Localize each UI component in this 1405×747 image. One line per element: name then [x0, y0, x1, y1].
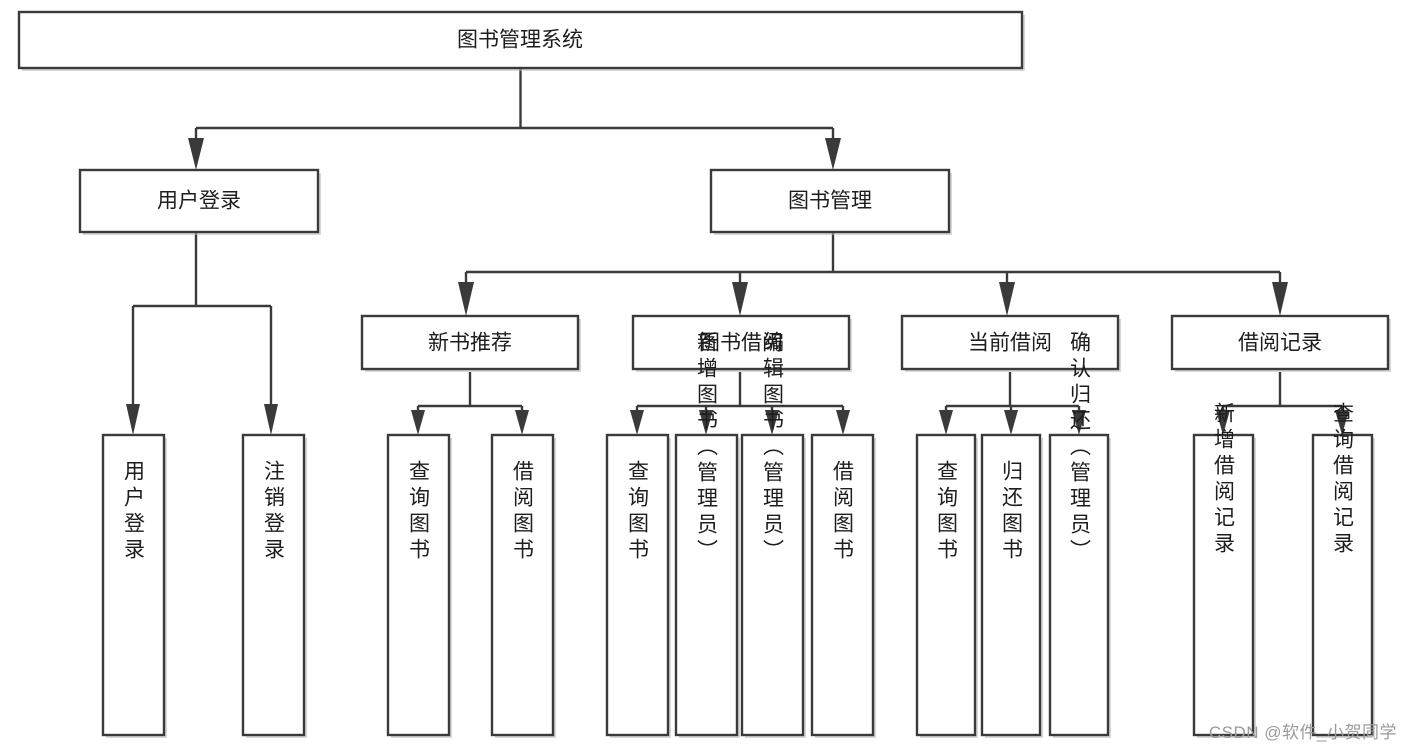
leaf-bb-borrow-box[interactable] [810, 433, 875, 737]
arrowhead-br-leaf-2 [1335, 410, 1349, 435]
new-book-recommend-box[interactable] [360, 314, 580, 371]
connector-group-current-borrow [939, 372, 1086, 435]
connector-group-borrow-record [1216, 372, 1349, 435]
leaf-nb-query-box[interactable] [386, 433, 451, 737]
leaf-bb-add-box[interactable] [674, 433, 739, 737]
leaf-cb-query-book[interactable]: 查询图书 [915, 433, 978, 738]
node-current-borrow[interactable]: 当前借阅 [900, 314, 1121, 372]
leaf-cb-query-label: 查询图书 [935, 460, 959, 564]
current-borrow-box[interactable] [900, 314, 1120, 371]
arrowhead-bb-leaf-2 [699, 410, 713, 435]
connector-group-root [188, 68, 841, 170]
arrowhead-cb-leaf-2 [1004, 410, 1018, 435]
arrowhead-book-mgmt [825, 138, 841, 170]
leaf-signin-box[interactable] [101, 433, 166, 737]
leaf-cb-confirm-box[interactable] [1048, 433, 1110, 737]
node-book-management[interactable]: 图书管理 [709, 168, 952, 235]
book-borrow-box[interactable] [631, 314, 851, 371]
connector-group-new-book [411, 372, 529, 435]
node-book-borrow[interactable]: 图书借阅 [631, 314, 852, 372]
leaf-bb-query-label: 查询图书 [626, 460, 650, 564]
csdn-watermark: CSDN @软件_小贺同学 [1208, 723, 1397, 742]
root-box[interactable] [17, 10, 1024, 70]
leaf-cb-return-book[interactable]: 归还图书 [980, 433, 1043, 738]
leaf-bb-borrow-label: 借阅图书 [831, 460, 855, 564]
leaf-br-add-box[interactable] [1192, 433, 1255, 737]
arrowhead-leaf-user-login [126, 404, 140, 435]
leaf-user-login-logout[interactable]: 注销登录 [241, 433, 307, 738]
user-login-box[interactable] [78, 168, 320, 234]
leaf-cb-confirm-label: 确认归还（管理员） [1068, 331, 1092, 565]
leaf-br-add-label: 新增借阅记录 [1212, 402, 1236, 558]
leaf-cb-return-box[interactable] [980, 433, 1042, 737]
arrowhead-leaf-logout [264, 404, 278, 435]
leaf-cb-confirm-return[interactable]: 确认归还（管理员） [1048, 331, 1111, 738]
arrowhead-current-borrow [999, 282, 1015, 316]
book-management-label: 图书管理 [788, 190, 872, 213]
leaf-nb-borrow-label: 借阅图书 [511, 460, 535, 564]
leaf-bb-borrow-book[interactable]: 借阅图书 [810, 433, 876, 738]
arrowhead-nb-leaf-1 [411, 410, 425, 435]
root-label: 图书管理系统 [457, 29, 583, 52]
leaf-nb-borrow-box[interactable] [490, 433, 555, 737]
book-management-box[interactable] [709, 168, 951, 234]
borrow-record-box[interactable] [1170, 314, 1390, 371]
book-borrow-label: 图书借阅 [699, 332, 783, 355]
leaf-bb-add-book[interactable]: 新增图书（管理员） [674, 331, 740, 738]
leaf-cb-return-label: 归还图书 [1000, 460, 1024, 564]
leaf-nb-query-label: 查询图书 [407, 460, 431, 564]
arrowhead-bb-leaf-4 [836, 410, 850, 435]
leaf-bb-edit-box[interactable] [740, 433, 805, 737]
leaf-user-login-signin[interactable]: 用户登录 [101, 433, 167, 738]
leaf-bb-query-book[interactable]: 查询图书 [605, 433, 671, 738]
leaf-signin-label: 用户登录 [122, 460, 146, 564]
arrowhead-new-book [458, 282, 474, 316]
leaf-bb-query-box[interactable] [605, 433, 670, 737]
leaf-bb-edit-label: 编辑图书（管理员） [761, 331, 785, 565]
arrowhead-borrow-record [1272, 282, 1288, 316]
arrowhead-cb-leaf-3 [1072, 410, 1086, 435]
leaf-br-query-label: 查询借阅记录 [1331, 402, 1355, 558]
node-root-system[interactable]: 图书管理系统 [17, 10, 1025, 71]
leaf-cb-query-box[interactable] [915, 433, 977, 737]
node-borrow-record[interactable]: 借阅记录 [1170, 314, 1391, 372]
current-borrow-label: 当前借阅 [968, 332, 1052, 355]
leaf-newbook-borrow[interactable]: 借阅图书 [490, 433, 556, 738]
node-user-login[interactable]: 用户登录 [78, 168, 321, 235]
leaf-br-add-record[interactable]: 新增借阅记录 [1192, 402, 1256, 738]
node-new-book-recommend[interactable]: 新书推荐 [360, 314, 581, 372]
leaf-br-query-record[interactable]: 查询借阅记录 [1311, 402, 1375, 738]
arrowhead-cb-leaf-1 [939, 410, 953, 435]
leaf-bb-edit-book[interactable]: 编辑图书（管理员） [740, 331, 806, 738]
leaf-logout-box[interactable] [241, 433, 306, 737]
connector-group-user-login [126, 232, 278, 435]
leaf-newbook-query[interactable]: 查询图书 [386, 433, 452, 738]
user-login-label: 用户登录 [157, 190, 241, 213]
leaf-logout-label: 注销登录 [262, 460, 286, 564]
new-book-recommend-label: 新书推荐 [428, 332, 512, 355]
borrow-record-label: 借阅记录 [1238, 332, 1322, 355]
leaf-bb-add-label: 新增图书（管理员） [695, 331, 719, 565]
arrowhead-book-borrow [732, 282, 748, 316]
arrowhead-bb-leaf-3 [765, 410, 779, 435]
arrowhead-br-leaf-1 [1216, 410, 1230, 435]
arrowhead-user-login [188, 138, 204, 170]
leaf-br-query-box[interactable] [1311, 433, 1374, 737]
connector-group-book-borrow [630, 372, 850, 435]
connector-group-book-mgmt [458, 232, 1288, 316]
arrowhead-bb-leaf-1 [630, 410, 644, 435]
arrowhead-nb-leaf-2 [515, 410, 529, 435]
